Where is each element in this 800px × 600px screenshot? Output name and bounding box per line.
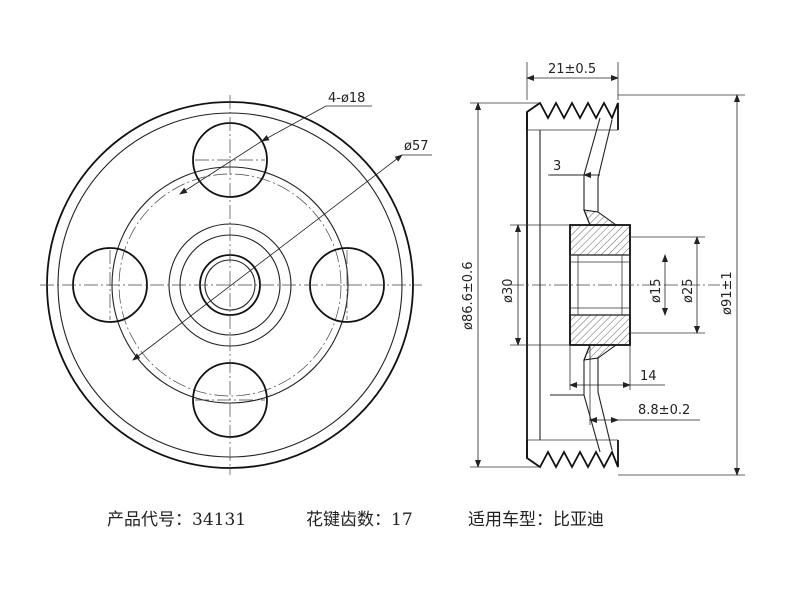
hub-section-bottom — [569, 314, 631, 346]
hub-dia-dim-label: ø30 — [501, 279, 516, 304]
web-section-bottom — [583, 344, 618, 361]
offset-dim-label: 8.8±0.2 — [638, 403, 690, 418]
outer-dia-dim-label: ø91±1 — [720, 271, 735, 315]
vehicle-text: 适用车型：比亚迪 — [468, 510, 604, 530]
hub-section-top — [569, 224, 631, 256]
hole-callout-label: 4-ø18 — [328, 91, 365, 106]
part-code-text: 产品代号：34131 — [107, 510, 247, 530]
spline-teeth-text: 花键齿数：17 — [306, 510, 413, 530]
bore-dia-dim-label: ø15 — [649, 279, 664, 304]
groove-profile-top — [526, 101, 619, 130]
belt-dia-dim-label: ø86.6±0.6 — [461, 262, 476, 330]
bore-depth-dim-label: 14 — [640, 369, 657, 384]
web-section-top — [583, 209, 618, 226]
side-view: 21±0.5 3 14 8.8±0.2 ø86.6±0.6 ø30 ø15 ø2… — [461, 62, 745, 476]
groove-profile-bottom — [526, 440, 619, 469]
front-view: 4-ø18 ø57 — [40, 91, 432, 475]
rim-dim-label: 3 — [553, 159, 561, 174]
pcd-callout-label: ø57 — [404, 139, 429, 154]
boss-dia-dim-label: ø25 — [681, 279, 696, 304]
width-dim-label: 21±0.5 — [548, 62, 596, 77]
